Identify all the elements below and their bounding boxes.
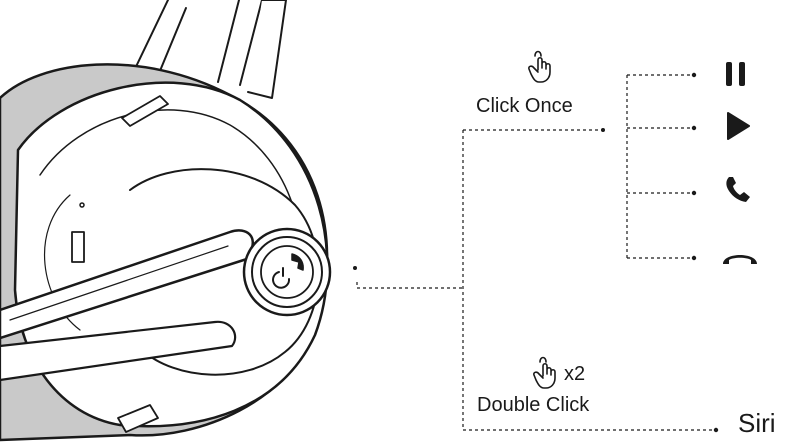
double-click-label: Double Click: [477, 394, 590, 416]
play-icon: [727, 112, 750, 140]
siri-label: Siri: [738, 408, 776, 438]
headset-illustration: [0, 0, 332, 442]
side-slot: [121, 95, 169, 127]
click-once-label: Click Once: [476, 95, 573, 117]
phone-handset-icon: [291, 253, 304, 271]
multi-function-button: [242, 227, 332, 317]
pause-icon: [726, 62, 745, 86]
connector-lines: [356, 74, 716, 431]
end-call-icon: [723, 255, 757, 264]
double-click-count-label: x2: [564, 363, 586, 385]
connector-dots: [353, 72, 719, 433]
hand-tap-icon-double: [533, 356, 556, 389]
hand-tap-icon: [528, 50, 551, 83]
answer-call-icon: [726, 177, 750, 202]
power-icon: [272, 271, 291, 289]
